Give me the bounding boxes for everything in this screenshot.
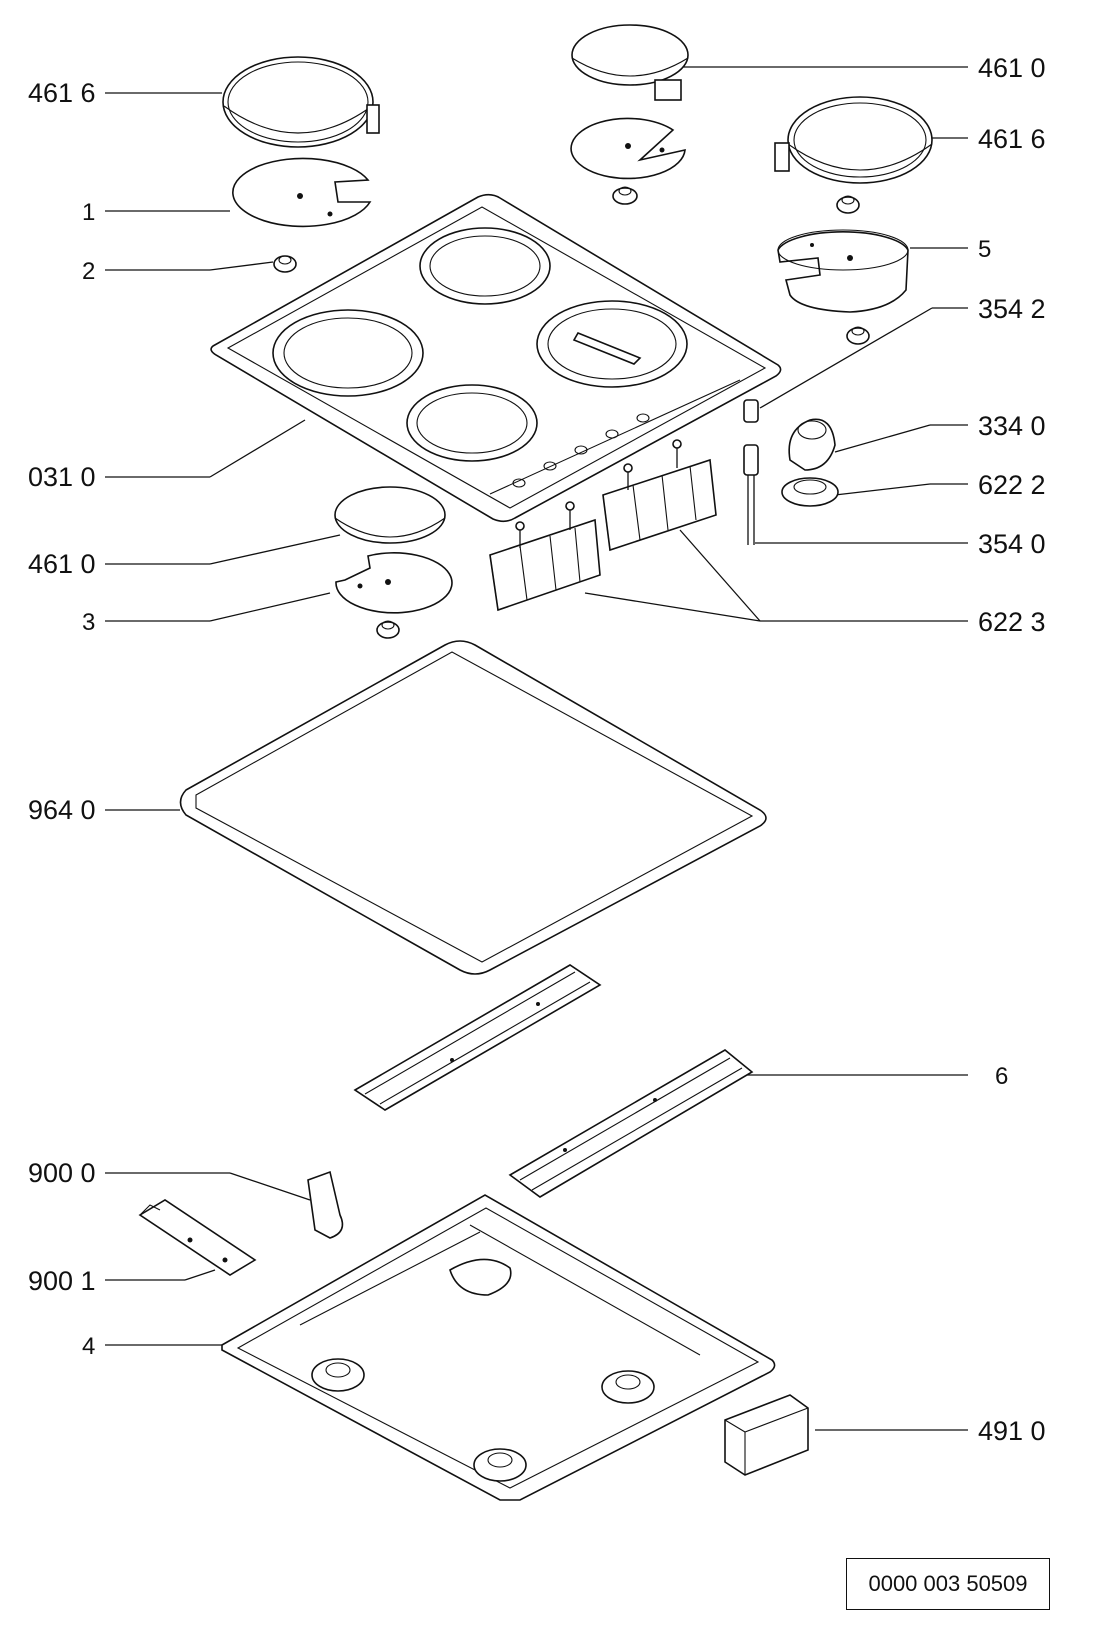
- callout-label: 461 0: [28, 549, 96, 579]
- bracket-small: [307, 1170, 344, 1239]
- callout-label: 354 0: [978, 529, 1046, 559]
- heat-shield-1: [232, 157, 372, 228]
- spindle-cap: [743, 399, 759, 423]
- switch-block-right: [602, 439, 717, 552]
- hotplate-bottom: [334, 486, 446, 544]
- base-tray-4: [221, 1194, 776, 1501]
- document-number: 0000 003 50509: [846, 1558, 1050, 1610]
- callout-label: 354 2: [978, 294, 1046, 324]
- callout-label: 461 0: [978, 53, 1046, 83]
- callout-label: 5: [978, 236, 991, 263]
- nut-right-upper: [836, 195, 860, 214]
- callout-label: 900 0: [28, 1158, 96, 1188]
- callout-label: 6: [995, 1063, 1008, 1090]
- rail-upper: [353, 964, 602, 1111]
- leader-lines: [105, 66, 968, 1431]
- bracket-long: [138, 1199, 257, 1276]
- hotplate-top-center: [571, 24, 689, 101]
- gasket: [179, 640, 767, 975]
- callout-label: 031 0: [28, 462, 96, 492]
- hotplate-top-left: [222, 56, 380, 148]
- nut-center: [612, 186, 638, 205]
- callout-label: 334 0: [978, 411, 1046, 441]
- nut-right-lower: [846, 326, 870, 345]
- callout-label: 461 6: [978, 124, 1046, 154]
- callout-label: 964 0: [28, 795, 96, 825]
- heat-shield-3: [335, 552, 453, 614]
- callout-label: 1: [82, 199, 95, 226]
- rail-6: [508, 1049, 754, 1198]
- callout-label: 4: [82, 1333, 95, 1360]
- knob-ring: [781, 477, 839, 507]
- nut-lower: [376, 620, 400, 639]
- callout-label: 2: [82, 258, 95, 285]
- callout-label: 622 2: [978, 470, 1046, 500]
- callout-label: 491 0: [978, 1416, 1046, 1446]
- heat-shield-5: [777, 229, 909, 313]
- spindle: [743, 444, 759, 545]
- callout-label: 461 6: [28, 78, 96, 108]
- callout-label: 900 1: [28, 1266, 96, 1296]
- hotplate-top-right: [774, 96, 933, 184]
- callout-labels: 461 6 461 0 461 6 1 2 5 354 2 334 0 622 …: [28, 53, 1046, 1446]
- switch-block-left: [489, 501, 601, 612]
- hob-top-panel: [210, 193, 782, 523]
- heat-shield-center: [570, 117, 686, 180]
- nut-2: [273, 255, 297, 273]
- knob: [788, 418, 836, 471]
- callout-label: 622 3: [978, 607, 1046, 637]
- callout-label: 3: [82, 609, 95, 636]
- terminal-block: [724, 1394, 809, 1476]
